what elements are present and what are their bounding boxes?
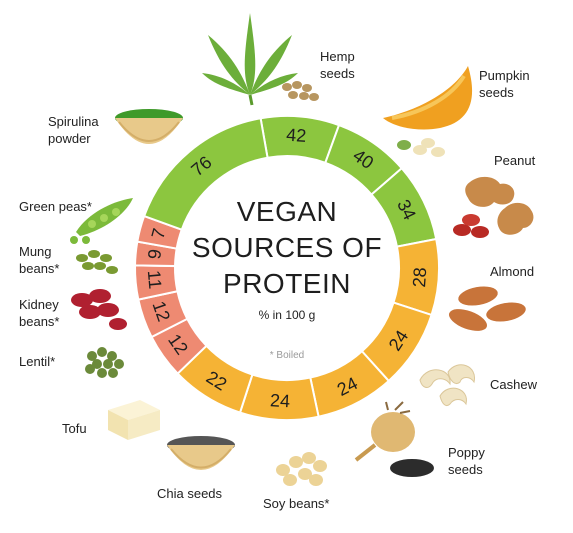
- almond-icon: [448, 286, 526, 331]
- soy-beans-icon: [276, 452, 327, 486]
- label-poppy-line2: seeds: [448, 462, 483, 477]
- title-line-3: PROTEIN: [223, 268, 351, 299]
- label-pumpkin-line2: seeds: [479, 85, 514, 100]
- kidney-beans-icon: [71, 289, 127, 330]
- label-tofu: Tofu: [62, 420, 87, 437]
- ring-value-label: 9: [144, 248, 165, 260]
- hemp-leaf-icon: [202, 13, 298, 106]
- label-cashew: Cashew: [490, 376, 537, 393]
- label-hemp-seeds: Hemp seeds: [320, 48, 355, 82]
- label-green-peas: Green peas*: [19, 198, 92, 215]
- label-cashew-line1: Cashew: [490, 377, 537, 392]
- label-soy-beans: Soy beans*: [263, 495, 330, 512]
- ring-value-label: 11: [144, 269, 166, 289]
- title-line-1: VEGAN: [236, 196, 338, 227]
- cashew-icon: [419, 364, 475, 407]
- footnote: * Boiled: [269, 350, 305, 361]
- label-spirulina-powder: Spirulina powder: [48, 113, 99, 147]
- label-kidney-beans: Kidney beans*: [19, 296, 59, 330]
- label-almond: Almond: [490, 263, 534, 280]
- subtitle: % in 100 g: [258, 308, 316, 322]
- label-kidney-line1: Kidney: [19, 297, 59, 312]
- label-pumpkin-seeds: Pumpkin seeds: [479, 67, 530, 101]
- label-soy-line1: Soy beans*: [263, 496, 330, 511]
- ring-value-label: 28: [409, 267, 430, 288]
- label-hemp-line1: Hemp: [320, 49, 355, 64]
- hemp-seeds-icon: [282, 81, 319, 101]
- label-lentil-line1: Lentil*: [19, 354, 56, 369]
- ring-value-label: 7: [148, 226, 170, 241]
- label-chia-seeds: Chia seeds: [157, 485, 222, 502]
- label-mung-line1: Mung: [19, 244, 52, 259]
- mung-beans-icon: [76, 250, 118, 274]
- label-spirulina-line1: Spirulina: [48, 114, 99, 129]
- ring-value-label: 42: [286, 125, 307, 146]
- title-line-2: SOURCES OF: [191, 232, 383, 263]
- label-peanut: Peanut: [494, 152, 535, 169]
- label-spirulina-line2: powder: [48, 131, 91, 146]
- ring-value-label: 24: [270, 390, 291, 411]
- label-lentil: Lentil*: [19, 353, 55, 370]
- ring-segment: [142, 117, 269, 231]
- lentil-icon: [85, 347, 124, 378]
- label-almond-line1: Almond: [490, 264, 535, 279]
- main-title: VEGAN SOURCES OF PROTEIN: [180, 194, 394, 302]
- label-poppy-seeds: Poppy seeds: [448, 444, 485, 478]
- label-poppy-line1: Poppy: [448, 445, 485, 460]
- label-peanut-line1: Peanut: [494, 153, 536, 168]
- label-mung-beans: Mung beans*: [19, 243, 59, 277]
- label-kidney-line2: beans*: [19, 314, 60, 329]
- green-peas-icon: [70, 198, 133, 244]
- pumpkin-slice-icon: [383, 66, 473, 157]
- label-pumpkin-line1: Pumpkin: [479, 68, 530, 83]
- tofu-icon: [108, 400, 160, 440]
- label-hemp-line2: seeds: [320, 66, 355, 81]
- peanut-icon: [453, 176, 534, 238]
- label-peas-line1: Green peas*: [19, 199, 92, 214]
- chia-bowl-icon: [167, 436, 235, 470]
- label-mung-line2: beans*: [19, 261, 60, 276]
- spirulina-bowl-icon: [115, 109, 183, 144]
- label-tofu-line1: Tofu: [62, 421, 87, 436]
- label-chia-line1: Chia seeds: [157, 486, 223, 501]
- poppy-pod-icon: [354, 401, 434, 477]
